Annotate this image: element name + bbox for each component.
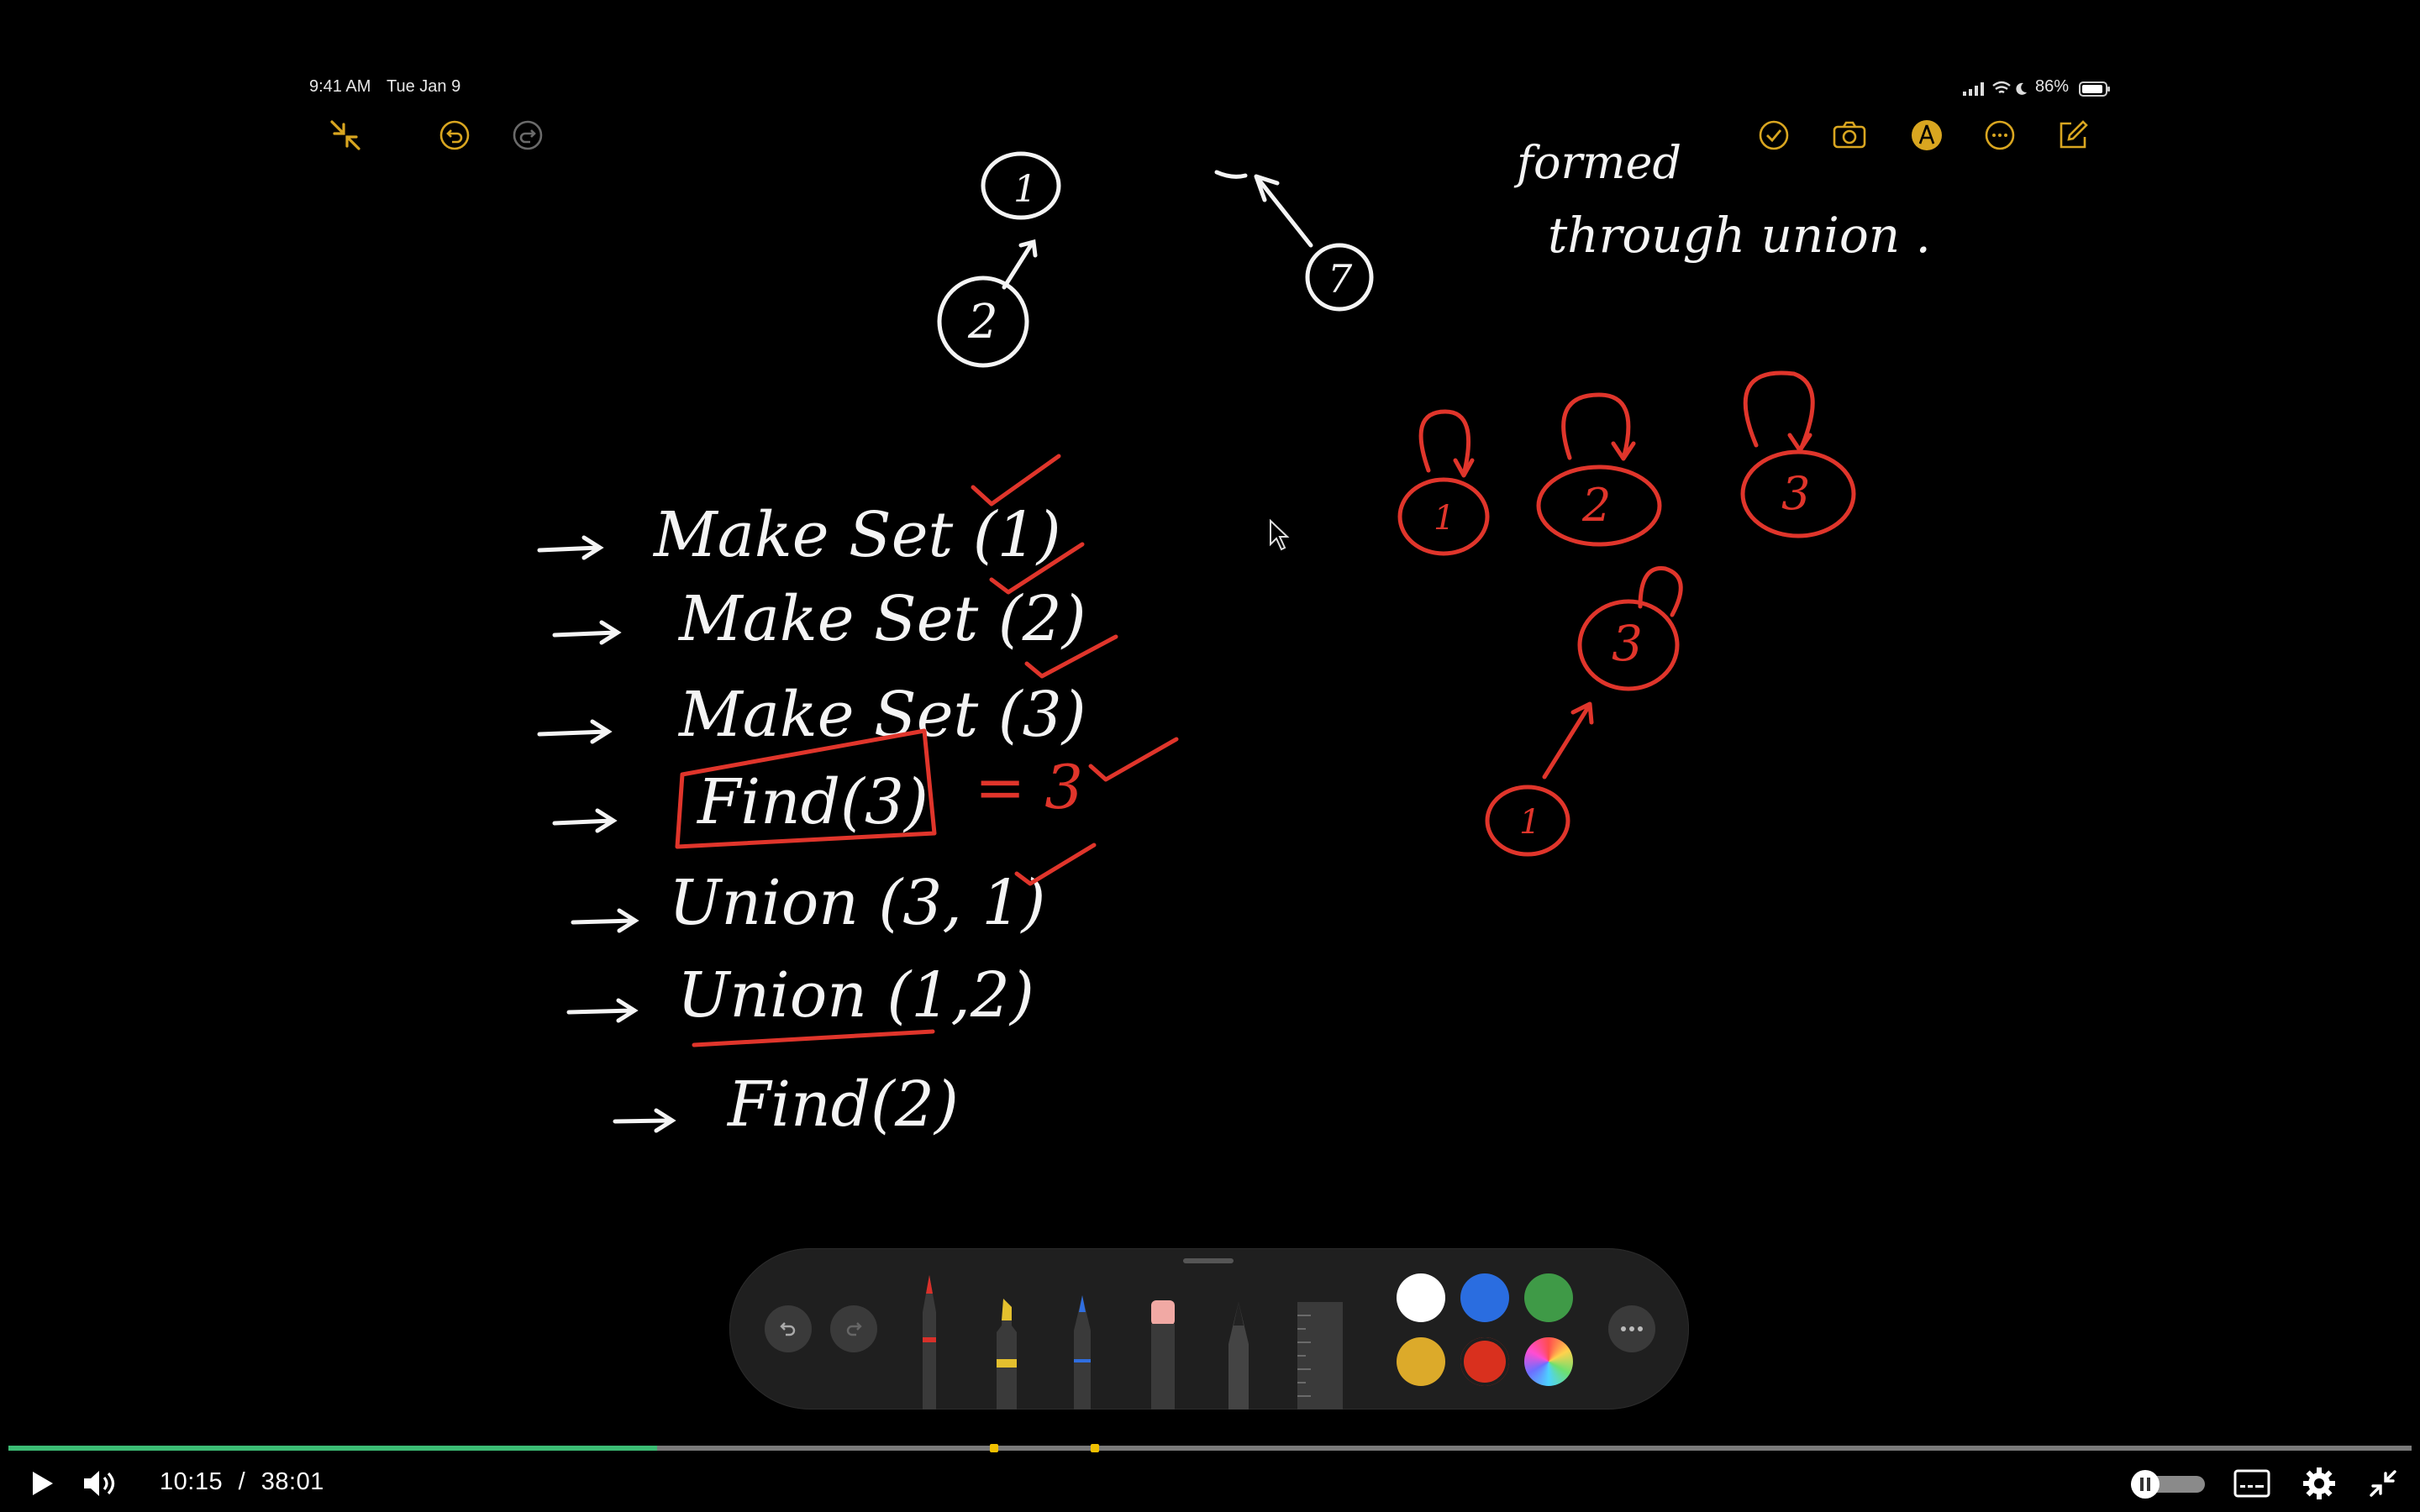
signal-icon <box>1963 82 1986 100</box>
settings-gear-icon[interactable] <box>2299 1465 2339 1502</box>
red-node-2-label: 2 <box>1581 479 1611 532</box>
red-node-3-circle <box>1740 449 1856 538</box>
color-blue-swatch[interactable] <box>1460 1273 1509 1322</box>
battery-icon <box>2079 81 2111 101</box>
video-controls: 10:15 / 38:01 <box>0 1457 2420 1512</box>
current-time: 10:15 <box>160 1468 224 1495</box>
top-node-7-label: 7 <box>1328 256 1353 302</box>
top-note-line1: formed <box>1513 136 1681 189</box>
undo-icon[interactable] <box>434 114 476 156</box>
top-arrow-2-to-1 <box>1002 239 1038 290</box>
palette-undo-button[interactable] <box>765 1305 812 1352</box>
wifi-icon <box>1991 81 2012 100</box>
self-loop-3b <box>1638 566 1683 617</box>
video-progress-played <box>8 1446 658 1451</box>
captions-icon[interactable] <box>2232 1465 2272 1502</box>
red-node-3b-circle <box>1577 599 1680 691</box>
markup-pen-icon[interactable] <box>1906 114 1948 156</box>
check-mark-1 <box>971 454 1061 507</box>
video-progress-bar[interactable] <box>8 1444 2412 1452</box>
top-note-line2: through union . <box>1548 207 1931 264</box>
op-arrow-4 <box>552 808 618 833</box>
op-arrow-6 <box>566 998 639 1023</box>
color-yellow-swatch[interactable] <box>1397 1337 1445 1386</box>
op-union-3-1: Union (3, 1) <box>669 867 1045 939</box>
chapter-marker <box>1091 1444 1099 1452</box>
redo-icon[interactable] <box>507 114 549 156</box>
red-node-2-circle <box>1536 465 1662 547</box>
palette-redo-button[interactable] <box>830 1305 877 1352</box>
op-union-1-2: Union (1,2) <box>677 959 1034 1032</box>
chapter-marker <box>990 1444 998 1452</box>
status-time: 9:41 AM <box>309 77 371 96</box>
volume-icon[interactable] <box>81 1465 121 1502</box>
top-node-1-circle <box>981 151 1061 220</box>
red-node-1b-circle <box>1485 785 1570 857</box>
color-picker-swatch[interactable] <box>1524 1337 1573 1386</box>
color-red-swatch[interactable] <box>1460 1337 1509 1386</box>
palette-grabber[interactable] <box>1183 1258 1234 1263</box>
red-node-1b-label: 1 <box>1519 803 1540 842</box>
op-arrow-1 <box>537 535 604 560</box>
color-green-swatch[interactable] <box>1524 1273 1573 1322</box>
autoplay-toggle[interactable] <box>2129 1468 2207 1500</box>
top-node-1-label: 1 <box>1013 168 1037 211</box>
op-makeset-1: Make Set (1) <box>652 499 1061 571</box>
check-mark-find <box>1088 737 1179 782</box>
compose-icon[interactable] <box>2052 114 2094 156</box>
color-white-swatch[interactable] <box>1397 1273 1445 1322</box>
eraser-tool[interactable] <box>1146 1299 1180 1410</box>
fountain-pen-tool[interactable] <box>1222 1300 1255 1410</box>
red-node-1-circle <box>1397 477 1490 556</box>
duration: 38:01 <box>260 1468 324 1495</box>
top-node-2-circle <box>937 276 1029 368</box>
top-node-2-label: 2 <box>967 295 998 349</box>
op-find-3: Find(3) <box>696 766 929 838</box>
union-underline <box>692 1029 935 1047</box>
check-mark-union <box>1014 843 1097 886</box>
battery-percent: 86% <box>2035 77 2070 96</box>
op-makeset-2: Make Set (2) <box>677 583 1086 655</box>
op-arrow-7 <box>613 1108 676 1133</box>
palette-more-button[interactable] <box>1608 1305 1655 1352</box>
op-find-2: Find(2) <box>726 1068 959 1141</box>
op-arrow-3 <box>537 719 613 744</box>
time-display: 10:15 / 38:01 <box>160 1468 324 1496</box>
op-arrow-5 <box>571 908 639 933</box>
check-mark-3 <box>1024 634 1118 679</box>
self-loop-2 <box>1561 392 1636 461</box>
red-node-3-label: 3 <box>1781 467 1810 520</box>
tool-palette <box>729 1248 1689 1410</box>
exit-fullscreen-icon[interactable] <box>2365 1465 2402 1502</box>
ruler-tool[interactable] <box>1294 1299 1346 1410</box>
red-node-1-label: 1 <box>1434 499 1455 538</box>
self-loop-3 <box>1743 370 1815 453</box>
find-result: = 3 <box>975 752 1083 822</box>
top-node-7-circle <box>1305 243 1374 312</box>
red-arrow-1-to-3 <box>1542 701 1594 780</box>
find-highlight-box <box>675 728 937 849</box>
camera-icon[interactable] <box>1828 114 1870 156</box>
top-arrow-7 <box>1254 174 1313 248</box>
status-date: Tue Jan 9 <box>387 77 461 96</box>
checkmark-circle-icon[interactable] <box>1753 114 1795 156</box>
top-partial-curve <box>1214 170 1248 179</box>
moon-icon <box>2015 81 2028 99</box>
self-loop-1 <box>1418 409 1475 478</box>
check-mark-2 <box>989 542 1085 595</box>
red-node-3b-label: 3 <box>1612 615 1643 672</box>
mouse-cursor <box>1270 518 1290 551</box>
pencil-tool[interactable] <box>1065 1292 1099 1410</box>
op-arrow-2 <box>552 620 622 645</box>
time-separator: / <box>238 1468 246 1495</box>
marker-tool[interactable] <box>990 1295 1023 1410</box>
collapse-icon[interactable] <box>324 114 366 156</box>
more-icon[interactable] <box>1979 114 2021 156</box>
pen-tool[interactable] <box>913 1270 946 1410</box>
play-icon[interactable] <box>24 1465 60 1502</box>
